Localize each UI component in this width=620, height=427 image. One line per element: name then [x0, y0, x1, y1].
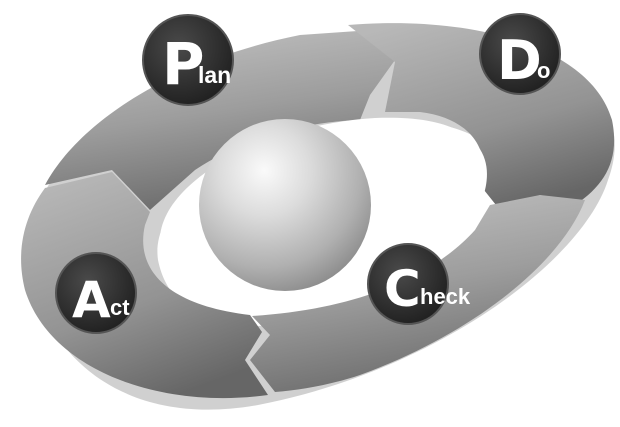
do-badge: D o — [480, 14, 560, 94]
do-initial: D — [497, 29, 542, 92]
plan-badge: P lan — [143, 15, 233, 105]
act-rest: ct — [110, 295, 130, 320]
act-initial: A — [72, 271, 111, 329]
check-initial: C — [384, 260, 421, 318]
do-rest: o — [537, 58, 550, 83]
act-badge: A ct — [56, 253, 136, 333]
check-rest: heck — [420, 284, 471, 309]
plan-rest: lan — [198, 62, 231, 88]
center-sphere — [199, 119, 371, 291]
